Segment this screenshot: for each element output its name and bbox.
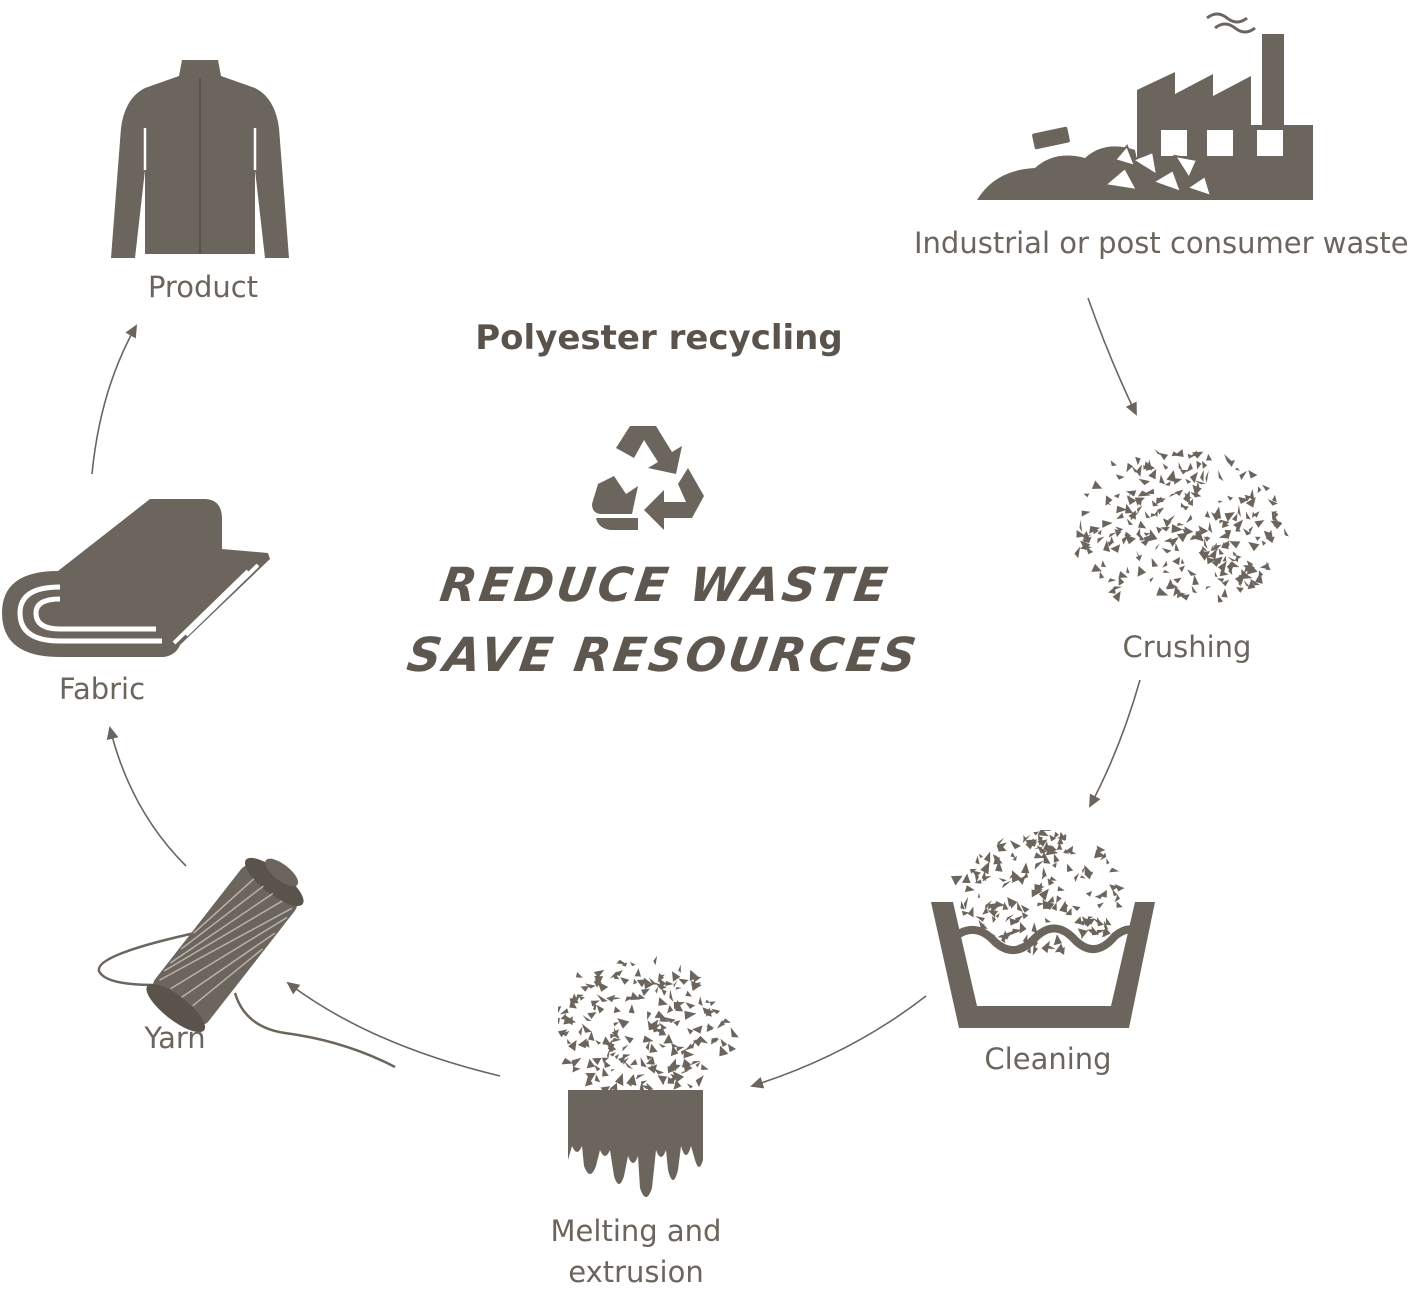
arrow-melting-to-yarn — [286, 981, 501, 1077]
step-label-extrusion: extrusion — [568, 1255, 704, 1289]
arrow-waste-to-crushing — [1087, 297, 1137, 416]
step-label-crushing: Crushing — [1122, 630, 1252, 664]
arrow-yarn-to-fabric — [106, 726, 187, 867]
step-label-cleaning: Cleaning — [984, 1042, 1112, 1076]
yarn-spool-icon — [97, 857, 396, 1069]
step-label-melting: Melting and — [550, 1214, 722, 1248]
diagram-title: Polyester recycling — [475, 318, 843, 358]
factory-icon — [977, 12, 1313, 200]
melting-icon — [558, 955, 739, 1197]
recycle-icon — [592, 426, 704, 530]
wash-basin-icon — [931, 830, 1155, 1028]
flakes-icon — [1074, 448, 1289, 603]
arrow-cleaning-to-melting — [750, 995, 927, 1089]
step-label-product: Product — [147, 270, 259, 304]
step-label-fabric: Fabric — [58, 672, 146, 706]
step-label-waste: Industrial or post consumer waste — [914, 226, 1409, 260]
step-label-yarn: Yarn — [144, 1021, 206, 1055]
arrow-crushing-to-cleaning — [1089, 679, 1141, 808]
slogan-line-2: SAVE RESOURCES — [403, 628, 923, 683]
slogan-line-1: REDUCE WASTE — [436, 558, 894, 613]
arrow-fabric-to-product — [91, 324, 137, 475]
jacket-icon — [111, 60, 289, 258]
fabric-roll-icon — [2, 499, 270, 657]
